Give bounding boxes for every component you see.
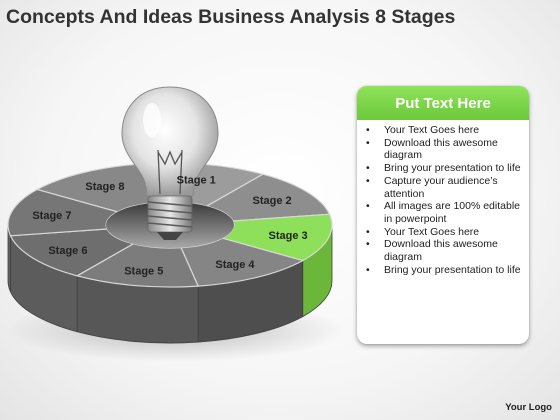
panel-list-item-text: All images are 100% editable in powerpoi… bbox=[384, 200, 520, 225]
stage-2-label: Stage 2 bbox=[253, 195, 292, 207]
panel-header: Put Text Here bbox=[357, 86, 529, 120]
stage-8-label: Stage 8 bbox=[85, 181, 124, 193]
bullet-icon: • bbox=[366, 238, 370, 251]
panel-bullet-list: • Your Text Goes here • Download this aweso… bbox=[357, 120, 529, 276]
stage-6-label: Stage 6 bbox=[48, 245, 87, 257]
panel-list-item: • Bring your presentation to life bbox=[366, 162, 523, 175]
panel-list-item-text: Download this awesome diagram bbox=[384, 136, 498, 162]
panel-list-item: • Download this awesome diagram bbox=[366, 238, 523, 263]
panel-list-item: • Bring your presentation to life bbox=[366, 264, 523, 277]
bullet-icon: • bbox=[366, 225, 370, 238]
stage-7-label: Stage 7 bbox=[32, 210, 71, 222]
stage-1-label: Stage 1 bbox=[177, 175, 216, 187]
panel-list-item: • Your Text Goes here bbox=[366, 124, 523, 137]
panel-list-item-text: Your Text Goes here bbox=[384, 124, 480, 136]
stage-3-label: Stage 3 bbox=[269, 230, 308, 242]
ring-segments bbox=[7, 162, 333, 288]
bullet-icon: • bbox=[366, 124, 370, 136]
bullet-icon: • bbox=[366, 174, 370, 187]
bullet-icon: • bbox=[366, 263, 370, 276]
panel-list-item: • Capture your audience’s attention bbox=[366, 175, 523, 200]
bullet-icon: • bbox=[366, 162, 370, 175]
page-title: Concepts And Ideas Business Analysis 8 S… bbox=[6, 6, 456, 28]
ring-sides bbox=[7, 224, 333, 344]
panel-list-item-text: Bring your presentation to life bbox=[384, 263, 521, 276]
panel-list-item: • Your Text Goes here bbox=[366, 226, 523, 239]
panel-list-item: • All images are 100% editable in powerpo… bbox=[366, 200, 523, 225]
bullet-icon: • bbox=[366, 200, 370, 213]
stage-labels: Stage 1 Stage 2 Stage 3 Stage 4 Stage 5 Stage… bbox=[32, 175, 307, 278]
light-bulb-icon bbox=[121, 86, 219, 240]
panel-list-item-text: Your Text Goes here bbox=[384, 225, 480, 238]
panel-list-item-text: Download this awesome diagram bbox=[384, 238, 498, 264]
text-panel: Put Text Here • Your Text Goes here • Downl… bbox=[357, 86, 529, 344]
panel-list-item-text: Bring your presentation to life bbox=[384, 162, 521, 175]
stage-4-label: Stage 4 bbox=[215, 259, 255, 271]
logo-text: Your Logo bbox=[505, 402, 552, 413]
panel-list-item: • Download this awesome diagram bbox=[366, 137, 523, 162]
stage-5-label: Stage 5 bbox=[124, 265, 163, 277]
panel-list-item-text: Capture your audience’s attention bbox=[384, 174, 498, 200]
bullet-icon: • bbox=[366, 136, 370, 149]
